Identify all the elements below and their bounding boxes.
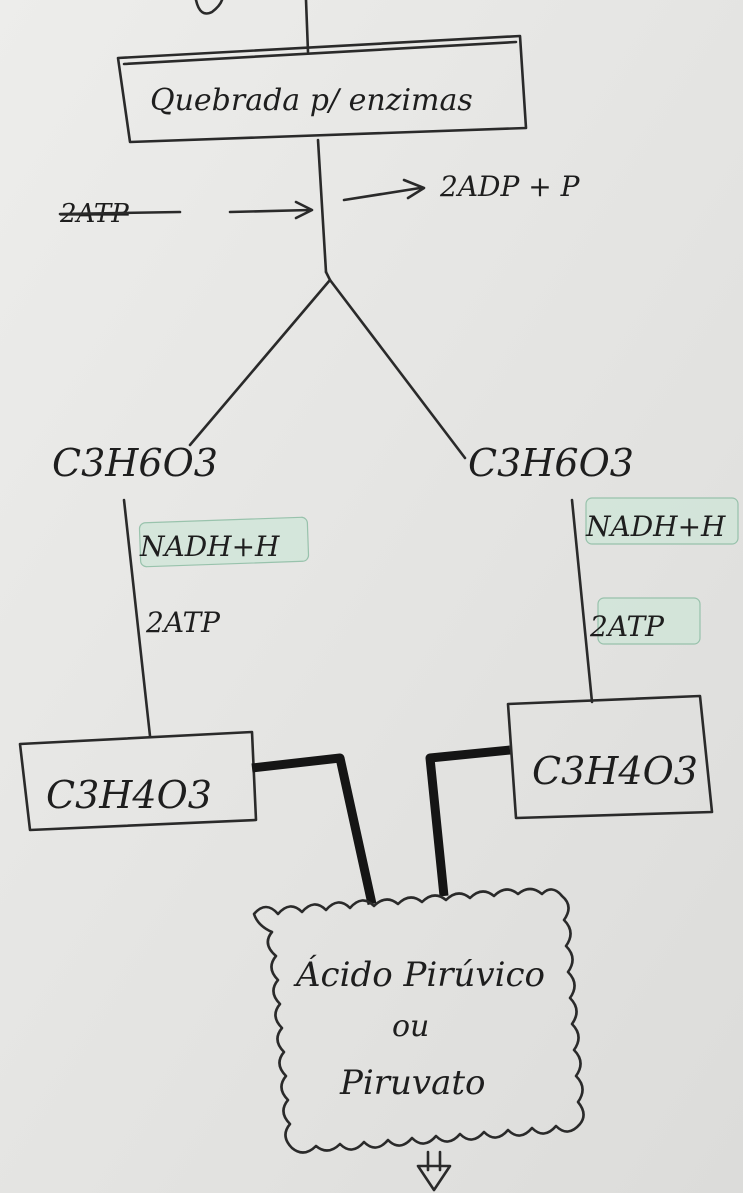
right-product-label: C3H4O3 [532, 749, 698, 793]
right-pathway-line [570, 498, 594, 704]
adp-output-label: 2ADP + P [439, 170, 581, 203]
left-atp-label: 2ATP [145, 606, 221, 639]
right-nadh-highlight [585, 497, 739, 545]
split-line-right [328, 278, 467, 460]
cropped-letter-mark [194, 0, 224, 15]
top-enzyme-box: Quebrada p/ enzimas [116, 34, 528, 144]
right-atp-label: 2ATP [589, 610, 665, 643]
right-atp-highlight [597, 597, 701, 645]
adp-output-arrow [342, 178, 426, 202]
atp-strike-line [58, 210, 182, 216]
result-line-1: Ácido Pirúvico [293, 954, 545, 995]
top-connector-line [304, 0, 310, 54]
main-stem-line [316, 138, 328, 274]
left-nadh-highlight [138, 516, 310, 568]
top-box-label: Quebrada p/ enzimas [150, 83, 473, 118]
atp-input-arrow [228, 200, 314, 220]
left-pathway-line [122, 498, 152, 738]
result-line-3: Piruvato [339, 1063, 486, 1103]
left-molecule-label: C3H6O3 [52, 441, 218, 485]
right-thick-connector [425, 745, 511, 897]
left-product-label: C3H4O3 [46, 773, 212, 817]
left-nadh-label: NADH+H [139, 530, 280, 563]
result-cloud-box: Ácido Pirúvico ou Piruvato [252, 887, 585, 1154]
result-line-2: ou [392, 1009, 429, 1044]
left-thick-connector [251, 753, 377, 905]
down-arrow-icon [416, 1150, 452, 1192]
left-product-box: C3H4O3 [18, 730, 258, 832]
right-molecule-label: C3H6O3 [468, 441, 634, 485]
right-product-box: C3H4O3 [506, 694, 714, 820]
right-nadh-label: NADH+H [585, 510, 726, 543]
